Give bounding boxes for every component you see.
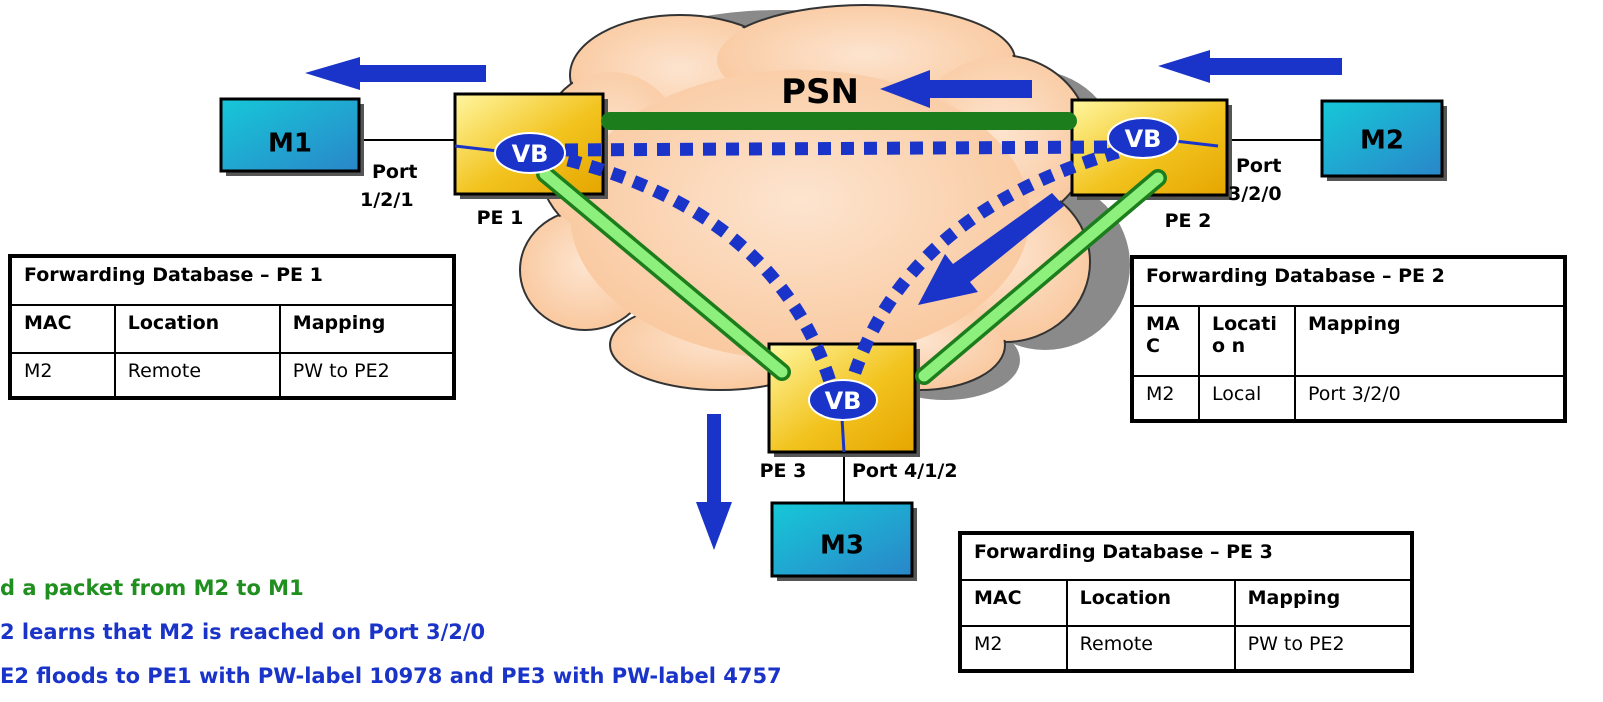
m2-box [1320,99,1447,181]
port-label-pe1: Port [372,161,417,183]
table-cell: Port 3/2/0 [1294,375,1566,422]
pe2-label: PE 2 [1165,210,1212,232]
m1-label: M1 [268,129,312,159]
col-header: Location [113,304,281,354]
traffic-arrows [305,50,1342,550]
m1-box [219,97,364,176]
vb-pe2 [1107,117,1219,159]
table-cell: Local [1198,375,1296,422]
col-header: MAC [959,579,1068,627]
table-cell: PW to PE2 [278,352,456,399]
note-step-1: d a packet from M2 to M1 [0,576,304,600]
flood-paths [564,140,1120,390]
col-header: MA C [1131,305,1200,377]
fdb-table-pe1: Forwarding Database – PE 1 MAC Location … [8,254,456,400]
fdb-title: Forwarding Database – PE 2 [1131,256,1566,307]
table-cell: M2 [1131,375,1200,422]
arrow-to-m1 [305,57,486,90]
port-label-pe1: 1/2/1 [360,189,414,211]
m3-box [770,501,917,581]
table-cell: M2 [9,352,116,399]
fdb-table-pe3: Forwarding Database – PE 3 MAC Location … [958,531,1414,673]
pe3-label: PE 3 [760,460,807,482]
table-cell: M2 [959,625,1068,672]
fdb-title: Forwarding Database – PE 3 [959,532,1413,581]
fdb-table-pe2: Forwarding Database – PE 2 MA C Locatio … [1130,255,1567,423]
col-header: Location [1065,579,1236,627]
port-label-pe2: 3/2/0 [1228,183,1282,205]
note-step-3: E2 floods to PE1 with PW-label 10978 and… [0,664,782,688]
flood-pe1-pe2 [564,140,1119,157]
port-label-pe2: Port [1236,155,1281,177]
arrow-psn [880,70,1032,108]
fdb-title: Forwarding Database – PE 1 [9,255,455,306]
vb-pe3 [808,379,878,453]
flood-pe2-pe3 [843,145,1120,390]
m3-label: M3 [820,531,864,561]
psn-label: PSN [781,72,859,112]
attachment-circuits [359,139,1322,505]
flood-pe1-pe3 [566,153,839,390]
table-cell: Remote [113,352,281,399]
table-cell: PW to PE2 [1233,625,1414,672]
vb-label: VB [1125,125,1162,153]
table-cell: Remote [1065,625,1236,672]
arrow-to-m3 [696,414,732,550]
vb-label: VB [825,387,862,415]
col-header: MAC [9,304,116,354]
col-header: Mapping [1294,305,1566,377]
col-header: Mapping [278,304,456,354]
port-label-pe3: Port 4/1/2 [852,460,958,482]
col-header: Mapping [1233,579,1414,627]
vb-label: VB [512,140,549,168]
col-header: Locatio n [1198,305,1296,377]
pseudowires [536,112,1167,385]
pe1-label: PE 1 [477,207,524,229]
m2-label: M2 [1360,126,1404,156]
note-step-2: 2 learns that M2 is reached on Port 3/2/… [0,620,486,644]
arrow-pe2-to-pe3 [918,193,1064,305]
vb-pe1 [454,132,566,174]
arrow-from-m2 [1158,50,1342,83]
